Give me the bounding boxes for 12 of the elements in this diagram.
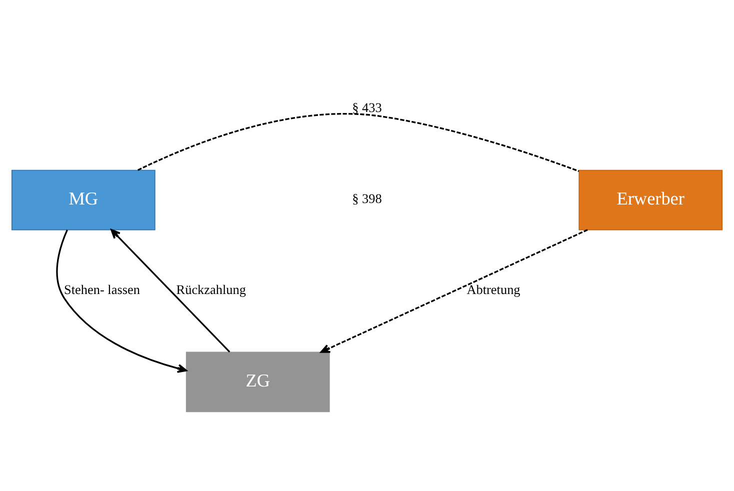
edge-label: Stehen- lassen: [64, 282, 140, 298]
edge-label: Rückzahlung: [176, 282, 246, 298]
node-box: MG: [11, 170, 156, 230]
arrow: [56, 230, 188, 373]
edge-label: Abtretung: [466, 282, 520, 298]
edge-label: § 433: [352, 100, 382, 116]
arrow: [110, 228, 230, 352]
label: § 398: [352, 191, 382, 206]
arrow: [320, 229, 588, 353]
connector: [138, 113, 580, 172]
node-box: Erwerber: [578, 170, 723, 230]
node-box: ZG: [186, 352, 330, 412]
